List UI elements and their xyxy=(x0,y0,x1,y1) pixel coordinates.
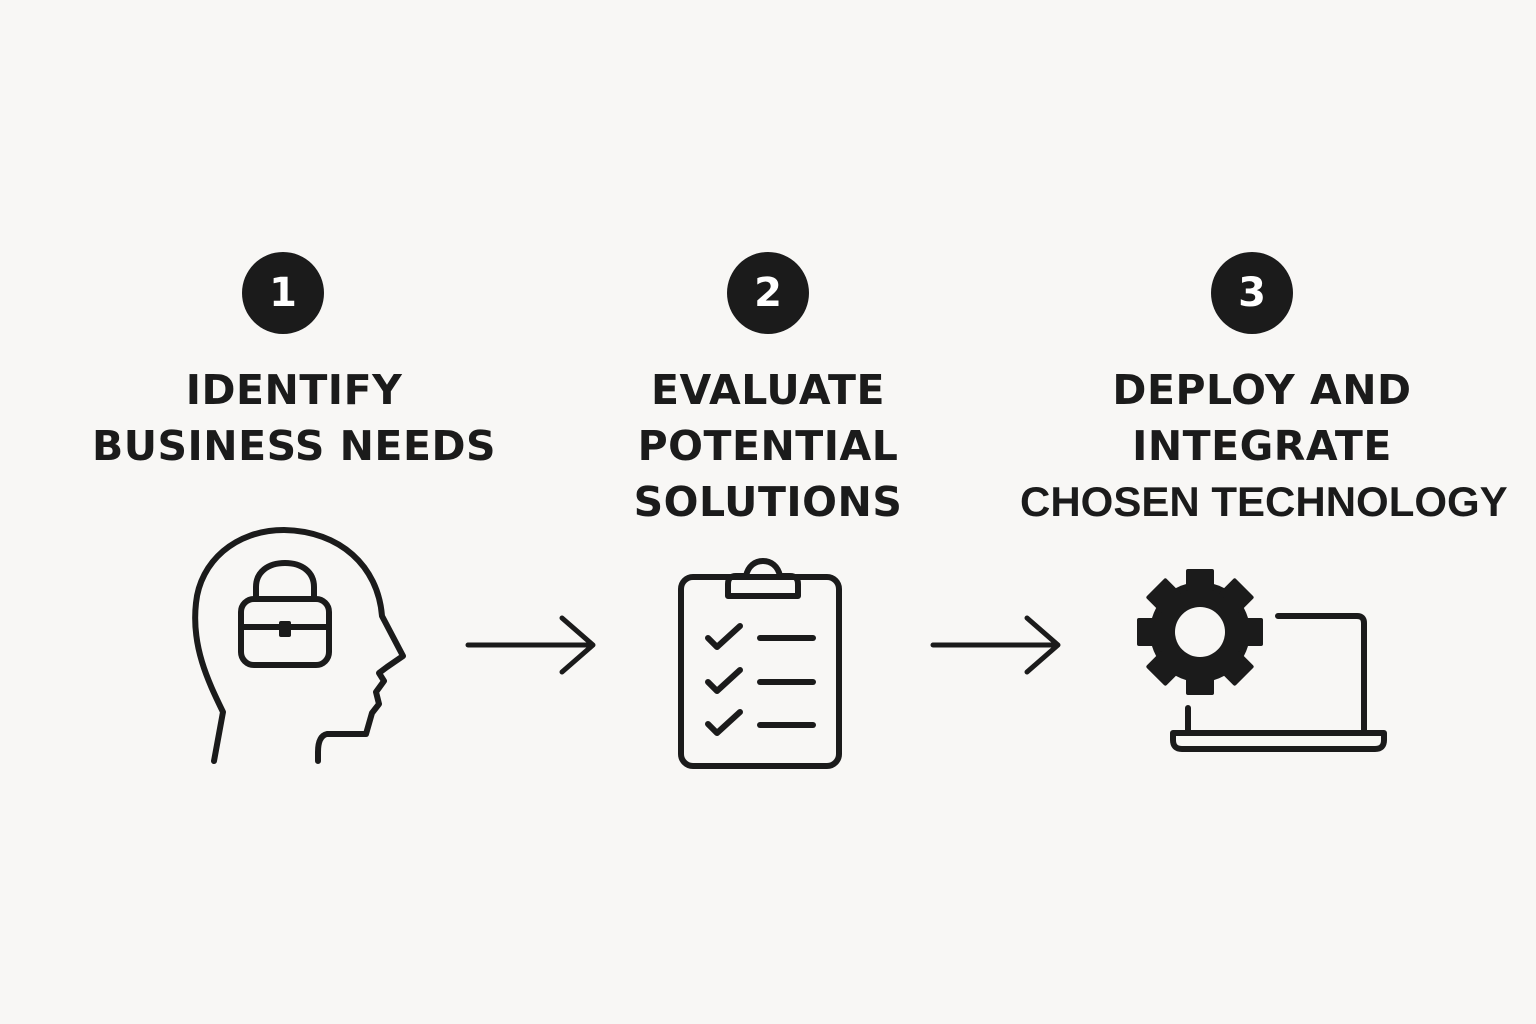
step-title-line: BUSINESS NEEDS xyxy=(91,422,497,470)
step-title-line: SOLUTIONS xyxy=(633,478,903,526)
step-number-badge: 3 xyxy=(1211,252,1293,334)
step-title-line: INTEGRATE xyxy=(1132,422,1392,470)
step-title-line: IDENTIFY xyxy=(185,366,403,414)
arrow-right-icon xyxy=(465,615,596,675)
step-title: EVALUATE POTENTIAL SOLUTIONS xyxy=(560,362,976,530)
clipboard-checklist-icon xyxy=(678,558,842,769)
step-number-badge: 2 xyxy=(727,252,809,334)
step-title: IDENTIFY BUSINESS NEEDS xyxy=(70,362,518,474)
step-title-line: POTENTIAL xyxy=(637,422,899,470)
gear-laptop-icon xyxy=(1137,569,1387,752)
arrow-right-icon xyxy=(930,615,1061,675)
head-with-briefcase-icon xyxy=(192,527,406,764)
step-number-badge: 1 xyxy=(242,252,324,334)
step-title-line: DEPLOY AND xyxy=(1112,366,1412,414)
step-title-line: CHOSEN TECHNOLOGY xyxy=(1020,478,1508,525)
gear-icon xyxy=(1137,569,1263,695)
step-title: DEPLOY AND INTEGRATE CHOSEN TECHNOLOGY xyxy=(1020,362,1508,530)
step-title-line: EVALUATE xyxy=(651,366,885,414)
